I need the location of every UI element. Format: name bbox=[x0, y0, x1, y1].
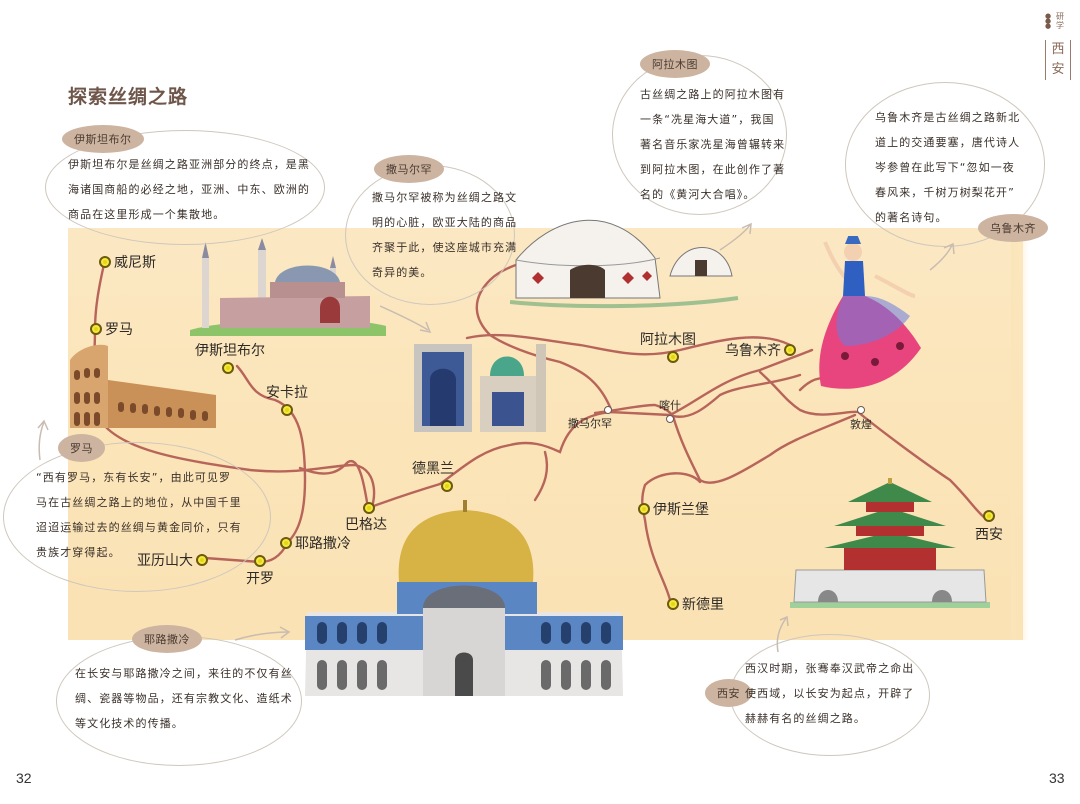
dome-of-the-rock-illustration bbox=[305, 500, 623, 696]
city-urumqi[interactable]: 乌鲁木齐 bbox=[725, 340, 796, 360]
city-dot-icon bbox=[638, 503, 650, 515]
city-istanbul[interactable]: 伊斯坦布尔 bbox=[195, 340, 265, 374]
bubble-text-istanbul: 伊斯坦布尔是丝绸之路亚洲部分的终点，是黑 海诸国商船的必经之地，亚洲、中东、欧洲… bbox=[68, 158, 310, 221]
tag-almaty: 阿拉木图 bbox=[640, 50, 710, 78]
city-cairo[interactable]: 开罗 bbox=[246, 555, 274, 588]
city-label: 西安 bbox=[975, 527, 1003, 543]
registan-illustration bbox=[414, 344, 546, 432]
city-dot-icon bbox=[99, 256, 111, 268]
city-kashgar[interactable]: 喀什 bbox=[659, 397, 681, 423]
city-islamabad[interactable]: 伊斯兰堡 bbox=[638, 499, 709, 519]
dots-icon: ●●● bbox=[1045, 12, 1052, 30]
bubble-text-almaty: 古丝绸之路上的阿拉木图有 一条“冼星海大道”，我国 著名音乐家冼星海曾辗转来 到… bbox=[640, 88, 786, 201]
hagia-sophia-illustration bbox=[190, 238, 386, 336]
city-alexandria[interactable]: 亚历山大 bbox=[137, 550, 208, 570]
uyghur-dancer-illustration bbox=[819, 236, 921, 389]
tag-jerusalem: 耶路撒冷 bbox=[132, 625, 202, 653]
city-samarkand[interactable]: 撒马尔罕 bbox=[568, 406, 612, 431]
page-title: 探索丝绸之路 bbox=[68, 86, 189, 108]
info-bubble-urumqi bbox=[845, 82, 1045, 247]
city-dot-icon bbox=[667, 351, 679, 363]
city-label: 撒马尔罕 bbox=[568, 417, 612, 430]
tag-urumqi: 乌鲁木齐 bbox=[978, 214, 1048, 242]
city-label: 亚历山大 bbox=[137, 553, 193, 569]
city-dot-icon bbox=[667, 598, 679, 610]
city-dot-icon bbox=[363, 502, 375, 514]
tag-rome: 罗马 bbox=[58, 434, 105, 462]
city-jerusalem[interactable]: 耶路撒冷 bbox=[280, 533, 351, 553]
tag-xian: 西安 bbox=[705, 679, 752, 707]
info-bubble-rome bbox=[3, 442, 271, 592]
tag-samarkand: 撒马尔罕 bbox=[374, 155, 444, 183]
tag-istanbul: 伊斯坦布尔 bbox=[62, 125, 144, 153]
city-dot-icon bbox=[90, 323, 102, 335]
colosseum-illustration bbox=[70, 344, 216, 428]
bubble-text-xian: 西汉时期，张骞奉汉武帝之命出 使西域，以长安为起点，开辟了 赫赫有名的丝绸之路。 bbox=[745, 662, 915, 725]
city-label: 乌鲁木齐 bbox=[725, 343, 781, 359]
bubble-text-jerusalem: 在长安与耶路撒冷之间，来往的不仅有丝 绸、瓷器等物品，还有宗教文化、造纸术 等文… bbox=[75, 667, 293, 730]
corner-tag-small: 研学 bbox=[1056, 12, 1064, 30]
city-dot-icon bbox=[983, 510, 995, 522]
city-ankara[interactable]: 安卡拉 bbox=[266, 382, 308, 416]
bubble-text-rome: “西有罗马，东有长安”，由此可见罗 马在古丝绸之路上的地位，从中国千里 迢迢运输… bbox=[36, 471, 242, 559]
city-venice[interactable]: 威尼斯 bbox=[99, 252, 156, 272]
bubble-text-urumqi: 乌鲁木齐是古丝绸之路新北 道上的交通要塞，唐代诗人 岑参曾在此写下“忽如一夜 春… bbox=[875, 111, 1021, 224]
corner-tag-big: 西安 bbox=[1045, 40, 1071, 80]
city-dot-icon bbox=[196, 554, 208, 566]
city-dot-icon bbox=[280, 537, 292, 549]
city-dot-icon bbox=[254, 555, 266, 567]
city-dunhuang[interactable]: 敦煌 bbox=[850, 406, 872, 432]
city-almaty[interactable]: 阿拉木图 bbox=[640, 329, 696, 363]
city-dot-icon bbox=[281, 404, 293, 416]
city-label: 阿拉木图 bbox=[640, 332, 696, 348]
city-label: 巴格达 bbox=[345, 517, 387, 533]
city-tehran[interactable]: 德黑兰 bbox=[412, 458, 454, 492]
city-label: 威尼斯 bbox=[114, 255, 156, 271]
city-dot-icon bbox=[784, 344, 796, 356]
city-new-delhi[interactable]: 新德里 bbox=[667, 594, 724, 614]
city-label: 德黑兰 bbox=[412, 461, 454, 477]
city-dot-icon bbox=[222, 362, 234, 374]
bubble-text-samarkand: 撒马尔罕被称为丝绸之路文 明的心脏，欧亚大陆的商品 齐聚于此，使这座城市充满 奇… bbox=[372, 191, 518, 279]
city-label: 罗马 bbox=[105, 322, 133, 338]
city-label: 开罗 bbox=[246, 571, 274, 587]
city-rome[interactable]: 罗马 bbox=[90, 319, 133, 339]
city-label: 敦煌 bbox=[850, 418, 872, 431]
page-number-right: 33 bbox=[1049, 770, 1065, 786]
city-label: 新德里 bbox=[682, 597, 724, 613]
city-label: 伊斯坦布尔 bbox=[195, 343, 265, 359]
page-number-left: 32 bbox=[16, 770, 32, 786]
yurt-illustration bbox=[510, 219, 739, 309]
city-label: 安卡拉 bbox=[266, 385, 308, 401]
city-label: 耶路撒冷 bbox=[295, 536, 351, 552]
city-baghdad[interactable]: 巴格达 bbox=[345, 502, 387, 534]
city-dot-icon bbox=[441, 480, 453, 492]
city-label: 喀什 bbox=[659, 399, 681, 412]
city-marker-icon bbox=[857, 406, 865, 414]
city-label: 伊斯兰堡 bbox=[653, 502, 709, 518]
info-bubble-istanbul bbox=[45, 130, 325, 245]
xian-bell-tower-illustration bbox=[790, 478, 990, 608]
city-xian[interactable]: 西安 bbox=[975, 510, 1003, 544]
city-marker-icon bbox=[604, 406, 612, 414]
city-marker-icon bbox=[666, 415, 674, 423]
